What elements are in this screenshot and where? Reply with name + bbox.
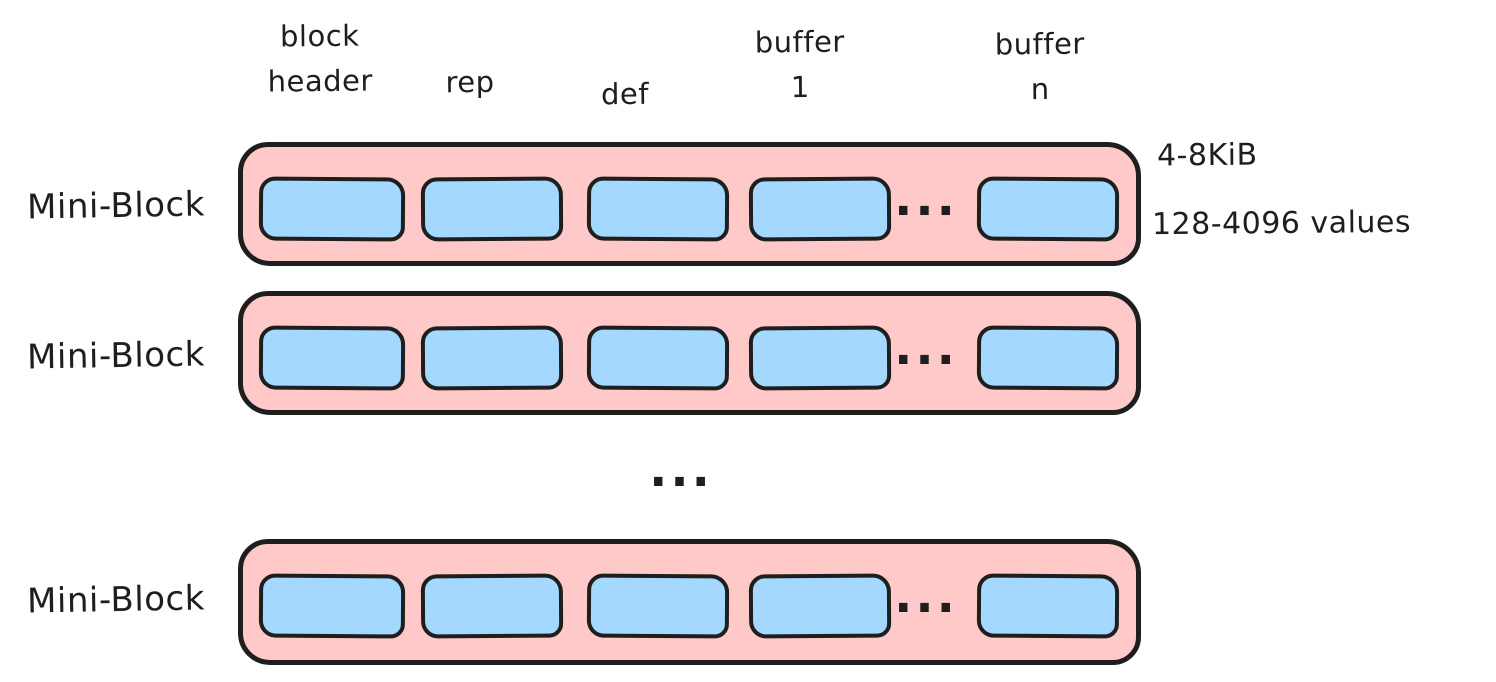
mini-block-label: Mini-Block bbox=[26, 578, 206, 622]
column-header-buffer-n: buffer n bbox=[994, 26, 1085, 107]
cell-def bbox=[586, 325, 730, 391]
mini-block-row: ... bbox=[238, 539, 1141, 665]
cell-def bbox=[586, 573, 730, 639]
cell-block-header bbox=[258, 325, 406, 391]
cell-rep bbox=[420, 176, 564, 242]
size-annotation: 4-8KiB bbox=[1156, 137, 1258, 174]
cell-buffer-n bbox=[976, 176, 1120, 242]
column-header-buffer-1: buffer 1 bbox=[754, 24, 845, 105]
cell-buffer-1 bbox=[748, 573, 892, 639]
cell-block-header bbox=[258, 176, 406, 242]
cell-rep bbox=[420, 573, 564, 639]
mini-block-label: Mini-Block bbox=[26, 334, 206, 378]
cell-def bbox=[586, 176, 730, 242]
cell-buffer-1 bbox=[748, 176, 892, 242]
values-annotation: 128-4096 values bbox=[1151, 204, 1412, 243]
cell-buffer-1 bbox=[748, 325, 892, 391]
mini-block-row: ... bbox=[238, 142, 1141, 266]
cell-block-header bbox=[258, 573, 406, 639]
mini-block-row: ... bbox=[238, 291, 1141, 415]
cell-buffer-n bbox=[976, 325, 1120, 391]
mini-block-label: Mini-Block bbox=[26, 184, 206, 228]
cell-buffer-n bbox=[976, 573, 1120, 639]
cell-rep bbox=[420, 325, 564, 391]
column-header-def: def bbox=[600, 76, 650, 112]
